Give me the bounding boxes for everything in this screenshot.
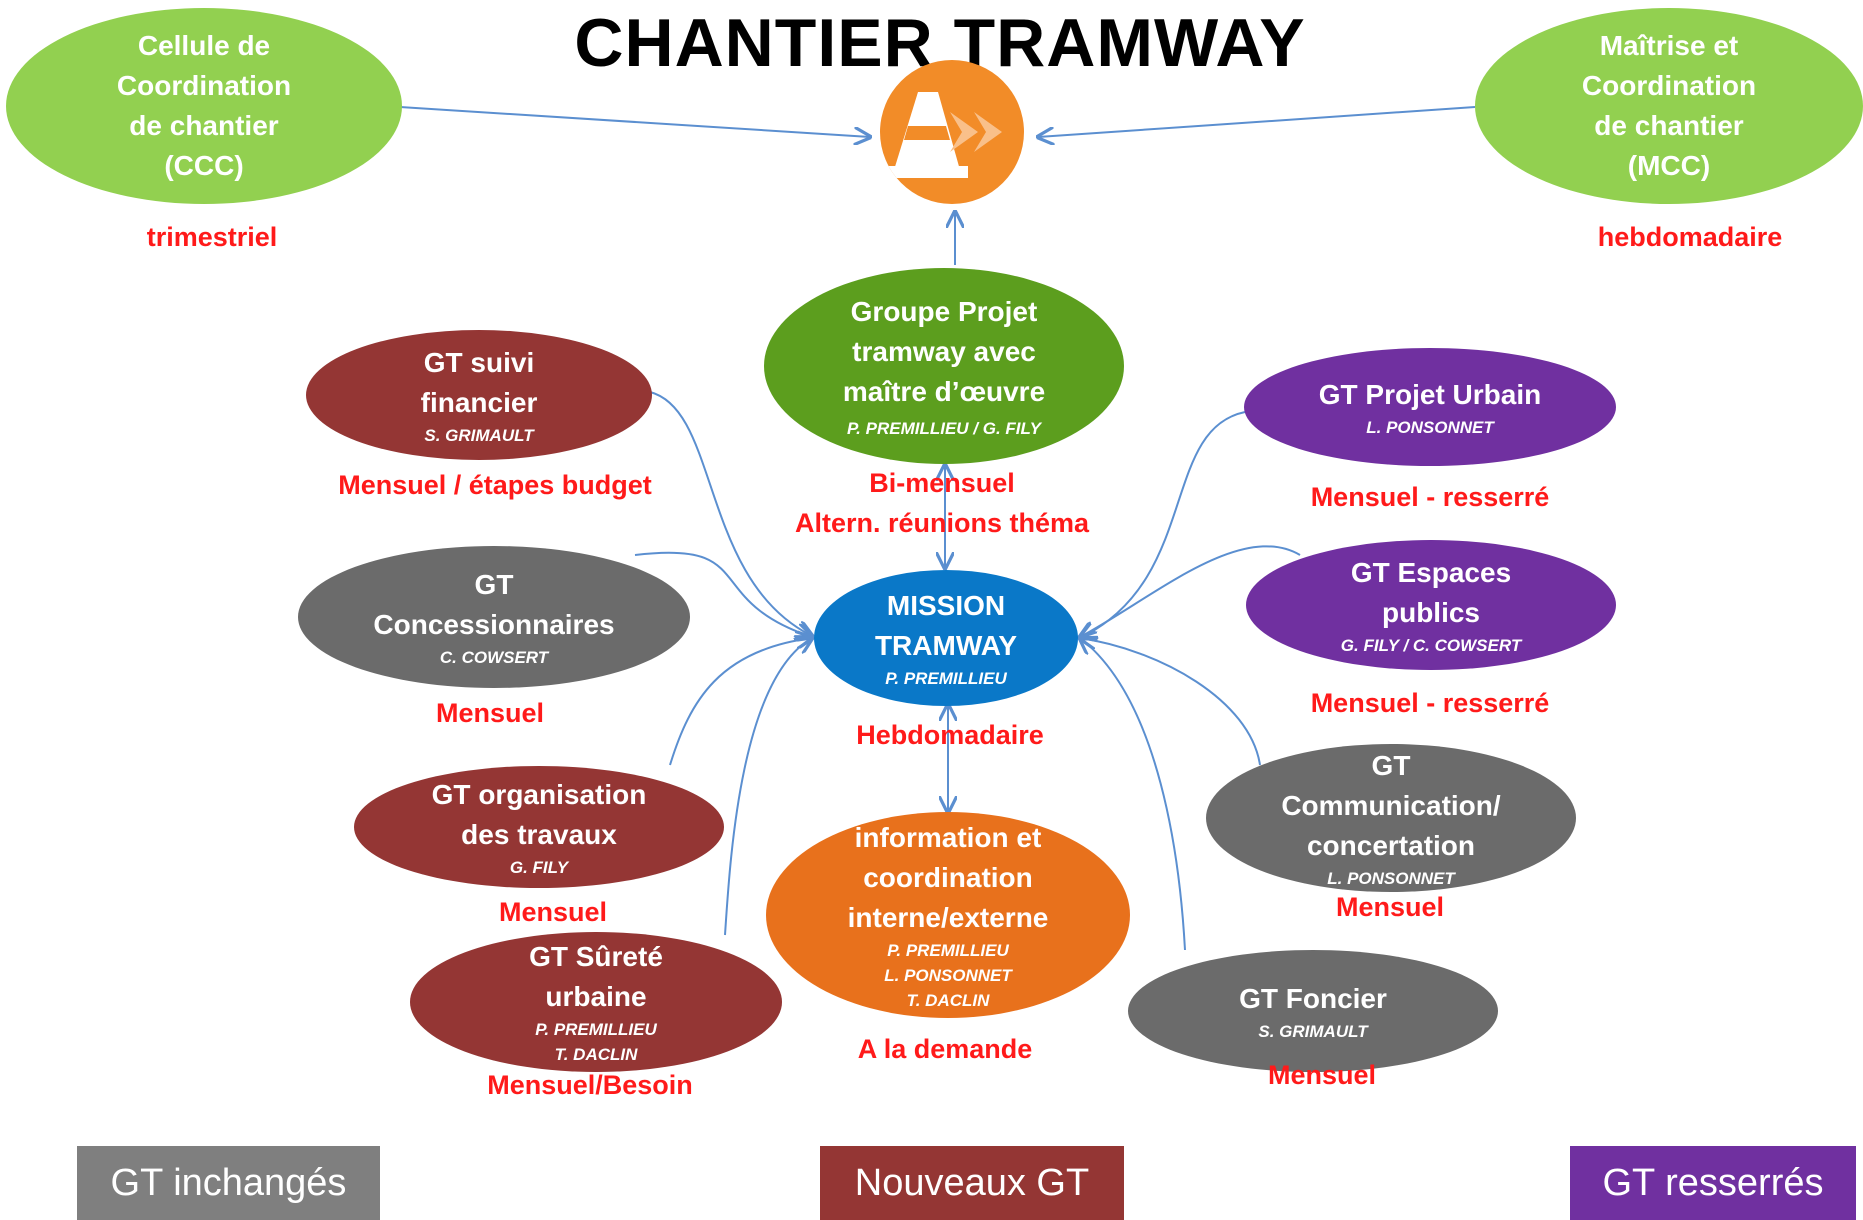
curve-foncier: [1080, 638, 1186, 951]
groupe-projet-frequency-2: Altern. réunions théma: [794, 508, 1090, 538]
ccc-label: Cellule de Coordination de chantier (CCC…: [116, 30, 292, 181]
gt-communication-node: GT Communication/ concertation L. PONSON…: [1206, 744, 1576, 892]
gt-projet-urbain-people: L. PONSONNET: [1366, 417, 1494, 437]
gt-organisation-frequency: Mensuel: [498, 897, 608, 927]
curve-surete: [724, 638, 812, 936]
curve-organisation: [669, 638, 812, 766]
gt-espaces-publics-label: GT Espaces publics: [1350, 556, 1512, 628]
gt-concessionnaires-people: C. COWSERT: [439, 647, 549, 667]
curve-espaces-publics: [1080, 545, 1301, 637]
gt-surete-label: GT Sûreté urbaine: [529, 941, 663, 1012]
gt-communication-people: L. PONSONNET: [1327, 868, 1455, 888]
traffic-cone-arrows-icon: [880, 60, 1024, 204]
arrow-ccc-to-logo: [399, 106, 870, 137]
groupe-projet-frequency: Bi-mensuel: [869, 468, 1015, 498]
gt-organisation-node: GT organisation des travaux G. FILY: [354, 766, 724, 888]
gt-foncier-node: GT Foncier S. GRIMAULT: [1128, 950, 1498, 1072]
mission-tramway-people: P. PREMILLIEU: [885, 668, 1007, 688]
gt-suivi-financier-node: GT suivi financier S. GRIMAULT: [306, 330, 652, 460]
arrow-mcc-to-logo: [1038, 106, 1476, 137]
gt-surete-people: P. PREMILLIEU T. DACLIN: [535, 1020, 657, 1064]
curve-suivi-financier: [649, 391, 812, 636]
gt-suivi-financier-label: GT suivi financier: [420, 346, 538, 418]
legend-gt-inchanges: GT inchangés: [77, 1146, 380, 1220]
gt-concessionnaires-node: GT Concessionnaires C. COWSERT: [298, 546, 690, 688]
gt-organisation-people: G. FILY: [509, 857, 569, 877]
curve-communication: [1080, 638, 1261, 766]
information-frequency: A la demande: [857, 1034, 1033, 1064]
gt-suivi-financier-people: S. GRIMAULT: [424, 425, 534, 445]
groupe-projet-node: Groupe Projet tramway avec maître d’œuvr…: [764, 268, 1124, 464]
gt-communication-frequency: Mensuel: [1335, 892, 1445, 922]
gt-espaces-publics-node: GT Espaces publics G. FILY / C. COWSERT: [1246, 540, 1616, 670]
gt-foncier-people: S. GRIMAULT: [1258, 1021, 1368, 1041]
information-node: information et coordination interne/exte…: [766, 812, 1130, 1018]
gt-surete-node: GT Sûreté urbaine P. PREMILLIEU T. DACLI…: [410, 932, 782, 1072]
information-label: information et coordination interne/exte…: [847, 821, 1049, 933]
gt-espaces-publics-people: G. FILY / C. COWSERT: [1340, 635, 1522, 655]
gt-communication-label: GT Communication/ concertation: [1281, 749, 1501, 861]
gt-organisation-label: GT organisation des travaux: [431, 778, 647, 850]
gt-espaces-publics-frequency: Mensuel - resserré: [1310, 688, 1550, 718]
mcc-node: Maîtrise et Coordination de chantier (MC…: [1475, 8, 1863, 204]
mission-tramway-frequency: Hebdomadaire: [856, 720, 1044, 750]
ccc-frequency: trimestriel: [146, 222, 278, 252]
gt-projet-urbain-label: GT Projet Urbain: [1318, 378, 1542, 410]
mcc-label: Maîtrise et Coordination de chantier (MC…: [1581, 30, 1757, 181]
gt-foncier-frequency: Mensuel: [1267, 1060, 1377, 1090]
gt-suivi-financier-frequency: Mensuel / étapes budget: [338, 470, 652, 500]
curve-concessionnaires: [634, 551, 812, 637]
groupe-projet-people: P. PREMILLIEU / G. FILY: [847, 418, 1041, 438]
gt-foncier-label: GT Foncier: [1239, 982, 1387, 1014]
mcc-frequency: hebdomadaire: [1597, 222, 1783, 252]
legend-gt-resserres: GT resserrés: [1570, 1146, 1856, 1220]
gt-surete-frequency: Mensuel/Besoin: [487, 1070, 693, 1100]
gt-concessionnaires-frequency: Mensuel: [435, 698, 545, 728]
mission-tramway-node: MISSION TRAMWAY P. PREMILLIEU: [814, 570, 1078, 706]
gt-projet-urbain-node: GT Projet Urbain L. PONSONNET: [1244, 348, 1616, 466]
gt-concessionnaires-label: GT Concessionnaires: [373, 568, 615, 640]
information-people: P. PREMILLIEU L. PONSONNET T. DACLIN: [884, 940, 1012, 1010]
groupe-projet-label: Groupe Projet tramway avec maître d’œuvr…: [842, 295, 1046, 407]
ccc-node: Cellule de Coordination de chantier (CCC…: [6, 8, 402, 204]
legend-nouveaux-gt: Nouveaux GT: [820, 1146, 1124, 1220]
gt-projet-urbain-frequency: Mensuel - resserré: [1310, 482, 1550, 512]
mission-tramway-label: MISSION TRAMWAY: [874, 589, 1018, 661]
curve-projet-urbain: [1080, 411, 1246, 638]
